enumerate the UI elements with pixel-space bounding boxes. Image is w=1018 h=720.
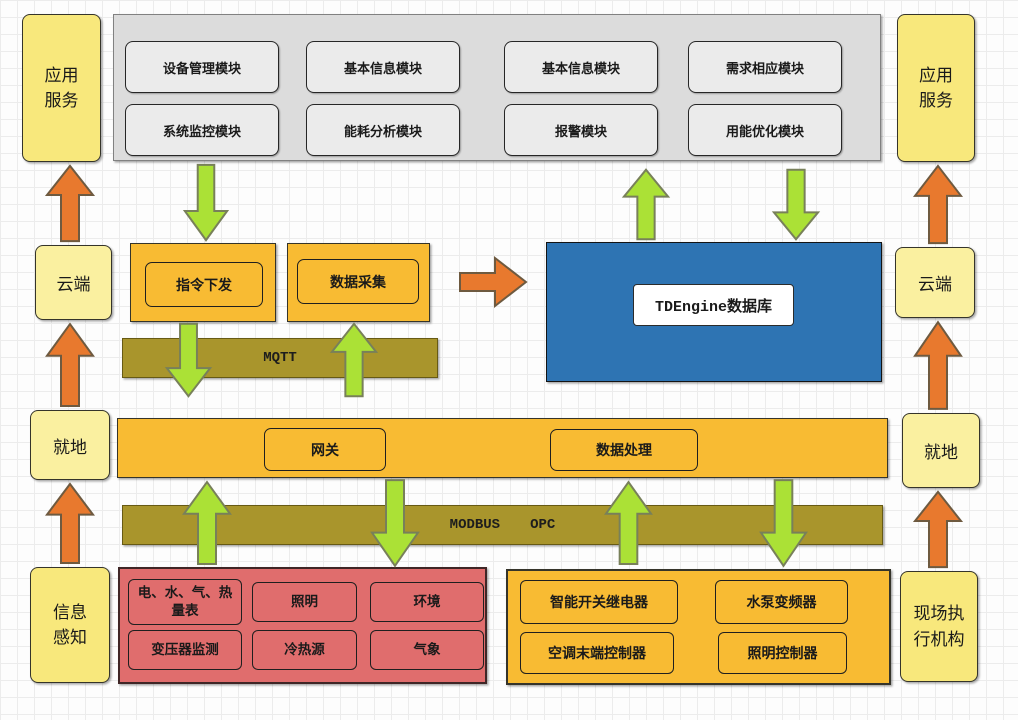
arrow-up-green-actuator-to-gateway [604, 480, 653, 566]
device-environment: 环境 [370, 582, 484, 622]
command-dispatch-inner: 指令下发 [145, 262, 263, 307]
arrow-up-orange-right-3 [913, 490, 963, 569]
right-local-box: 就地 [902, 413, 980, 488]
left-cloud-box: 云端 [35, 245, 112, 320]
gateway-box: 网关 [264, 428, 386, 471]
module-alarm: 报警模块 [504, 104, 658, 156]
right-cloud-box: 云端 [895, 247, 975, 318]
arrow-down-green-modules-to-database [772, 168, 820, 241]
app-modules-container: 设备管理模块 基本信息模块 基本信息模块 需求相应模块 系统监控模块 能耗分析模… [113, 14, 881, 161]
opc-label: OPC [530, 517, 556, 533]
device-pump-vfd: 水泵变频器 [715, 580, 848, 624]
arrow-up-green-database-to-modules [622, 168, 670, 241]
arrow-right-orange-to-database [458, 256, 528, 308]
module-device-management: 设备管理模块 [125, 41, 279, 93]
tdengine-database-label-box: TDEngine数据库 [633, 284, 794, 326]
arrow-up-orange-left-2 [45, 322, 95, 408]
right-cloud-label: 云端 [918, 275, 952, 294]
data-processing-box: 数据处理 [550, 429, 698, 471]
left-local-box: 就地 [30, 410, 110, 480]
left-cloud-label: 云端 [56, 275, 91, 294]
gateway-layer-bar: 网关 数据处理 [117, 418, 888, 478]
arrow-down-green-modules-to-dispatch [183, 163, 229, 242]
right-app-service-box: 应用服务 [897, 14, 975, 162]
perception-layer-label: 信息感知 [53, 602, 87, 648]
arrow-up-orange-right-1 [913, 164, 963, 245]
actuator-layer-box: 现场执行机构 [900, 571, 978, 682]
arrow-down-green-gateway-to-perception [370, 478, 420, 568]
module-energy-analysis: 能耗分析模块 [306, 104, 460, 156]
arrow-up-orange-left-1 [45, 164, 95, 243]
arrow-up-green-perception-to-gateway [182, 480, 232, 566]
actuator-devices-container: 智能开关继电器 水泵变频器 空调末端控制器 照明控制器 [506, 569, 891, 685]
tdengine-database-label: TDEngine数据库 [654, 298, 772, 316]
device-transformer-monitoring: 变压器监测 [128, 630, 242, 670]
right-local-label: 就地 [924, 443, 958, 462]
actuator-layer-label: 现场执行机构 [913, 604, 965, 649]
perception-layer-box: 信息感知 [30, 567, 110, 683]
mqtt-label: MQTT [263, 350, 297, 366]
left-app-service-box: 应用服务 [22, 14, 101, 162]
arrow-down-green-gateway-to-actuator [759, 478, 808, 568]
arrow-down-green-dispatch-to-mqtt [165, 322, 212, 398]
modbus-label: MODBUS [449, 517, 501, 533]
module-system-monitoring: 系统监控模块 [125, 104, 279, 156]
device-lighting-controller: 照明控制器 [718, 632, 847, 674]
device-lighting: 照明 [252, 582, 357, 622]
module-basic-info-1: 基本信息模块 [306, 41, 460, 93]
perception-devices-container: 电、水、气、热量表 照明 环境 变压器监测 冷热源 气象 [118, 567, 487, 684]
module-energy-optimization: 用能优化模块 [688, 104, 842, 156]
arrow-up-orange-left-3 [45, 482, 95, 565]
modbus-opc-bus-bar: MODBUS OPC [122, 505, 883, 545]
data-collection-inner: 数据采集 [297, 259, 419, 304]
left-app-service-label: 应用服务 [44, 65, 79, 111]
device-ac-terminal-controller: 空调末端控制器 [520, 632, 674, 674]
arrow-up-green-mqtt-to-collection [330, 322, 378, 398]
tdengine-database-box: TDEngine数据库 [546, 242, 882, 382]
device-meters: 电、水、气、热量表 [128, 579, 242, 625]
device-hvac-source: 冷热源 [252, 630, 357, 670]
right-app-service-label: 应用服务 [919, 65, 953, 111]
device-weather: 气象 [370, 630, 484, 670]
module-demand-response: 需求相应模块 [688, 41, 842, 93]
arrow-up-orange-right-2 [913, 320, 963, 411]
left-local-label: 就地 [53, 437, 87, 457]
data-collection-box: 数据采集 [287, 243, 430, 322]
module-basic-info-2: 基本信息模块 [504, 41, 658, 93]
command-dispatch-box: 指令下发 [130, 243, 276, 322]
device-smart-switch-relay: 智能开关继电器 [520, 580, 678, 624]
